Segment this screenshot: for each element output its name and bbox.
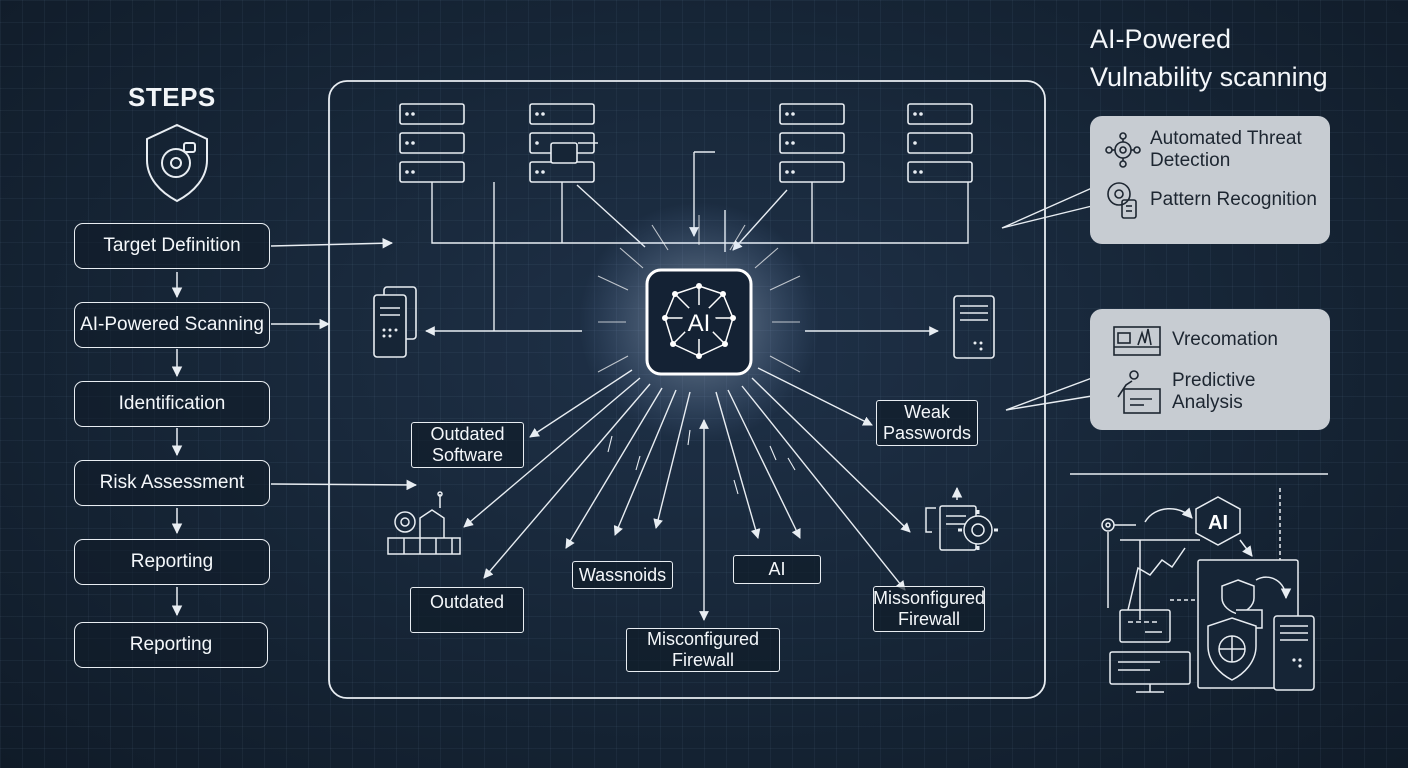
- step-target-definition[interactable]: Target Definition: [74, 223, 270, 269]
- label-misconfigured-firewall: Misconfigured Firewall: [626, 628, 780, 672]
- label-missonfigured-firewall: Missonfigured Firewall: [873, 586, 985, 632]
- step-risk-assessment[interactable]: Risk Assessment: [74, 460, 270, 506]
- step-reporting[interactable]: Reporting: [74, 539, 270, 585]
- shield-icon: [146, 123, 208, 203]
- scan-arrows: [463, 367, 911, 621]
- settings-document-icon: [925, 486, 998, 551]
- main-frame: [328, 80, 1046, 699]
- mini-network-diagram: [1101, 488, 1315, 693]
- step-ai-powered-scanning[interactable]: AI-Powered Scanning: [74, 302, 270, 348]
- feature-pattern-recognition-label: Pattern Recognition: [1150, 189, 1317, 210]
- steps-connectors: [171, 237, 418, 617]
- feature-automated-threat-detection-label: Automated Threat Detection: [1150, 128, 1302, 171]
- network-cluster-icon: [1105, 132, 1141, 168]
- step-identification[interactable]: Identification: [74, 381, 270, 427]
- label-outdated: Outdated: [410, 587, 524, 633]
- label-wassnoids: Wassnoids: [572, 561, 673, 589]
- feature-predictive-analysis-label: Predictive Analysis: [1172, 370, 1256, 413]
- scan-ticks: [607, 429, 796, 495]
- server-rack-right: [779, 103, 973, 183]
- feature-vrecomation: Vrecomation: [1112, 323, 1322, 357]
- feature-predictive-analysis: Predictive Analysis: [1112, 367, 1322, 417]
- label-outdated-software: Outdated Software: [411, 422, 524, 468]
- ai-rays: [597, 215, 801, 373]
- server-rack-left: [399, 103, 465, 183]
- feature-pattern-recognition: Pattern Recognition: [1104, 178, 1324, 222]
- feature-panel-analysis: Vrecomation Predictive Analysis: [1090, 309, 1330, 430]
- label-ai: AI: [733, 555, 821, 584]
- server-rack-middle: [529, 103, 595, 183]
- feature-automated-threat-detection: Automated Threat Detection: [1104, 128, 1324, 172]
- callout-pointers: [1001, 187, 1093, 411]
- right-title: AI-Powered Vulnability scanning: [1090, 20, 1328, 96]
- predictive-analysis-icon: [1117, 370, 1161, 414]
- server-device-icon: [953, 295, 995, 359]
- right-title-line2: Vulnability scanning: [1090, 62, 1328, 92]
- label-weak-passwords: Weak Passwords: [876, 400, 978, 446]
- ai-chip-label: AI: [688, 310, 711, 337]
- mini-ai-label: AI: [1208, 512, 1228, 534]
- step-reporting-final[interactable]: Reporting: [74, 622, 268, 668]
- steps-title: STEPS: [128, 82, 216, 112]
- factory-icon: [387, 491, 461, 555]
- feature-panel-detection: Automated Threat Detection Pattern Recog…: [1090, 116, 1330, 244]
- right-title-line1: AI-Powered: [1090, 24, 1232, 54]
- feature-vrecomation-label: Vrecomation: [1172, 329, 1278, 350]
- monitor-chart-icon: [1113, 326, 1161, 356]
- pattern-recognition-icon: [1107, 182, 1137, 219]
- tablet-device-icon: [373, 286, 417, 358]
